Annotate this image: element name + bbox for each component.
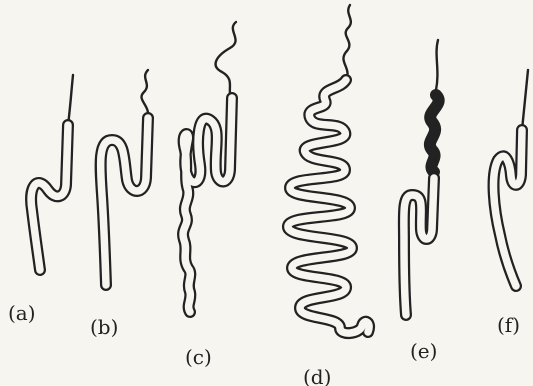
panel-d-label: (d) — [303, 365, 331, 386]
panel-e-label: (e) — [410, 339, 437, 363]
panel-f-tubule — [494, 70, 528, 286]
panel-b-tubule — [101, 70, 149, 285]
panel-e-tubule — [404, 40, 439, 315]
panel-c-label: (c) — [185, 345, 212, 369]
panel-c-tubule — [183, 22, 236, 312]
panel-a-tubule — [31, 75, 73, 270]
panel-f-label: (f) — [497, 313, 520, 337]
panel-a-label: (a) — [8, 301, 36, 325]
panel-d-tubule — [288, 5, 369, 333]
panel-b-label: (b) — [90, 315, 118, 339]
